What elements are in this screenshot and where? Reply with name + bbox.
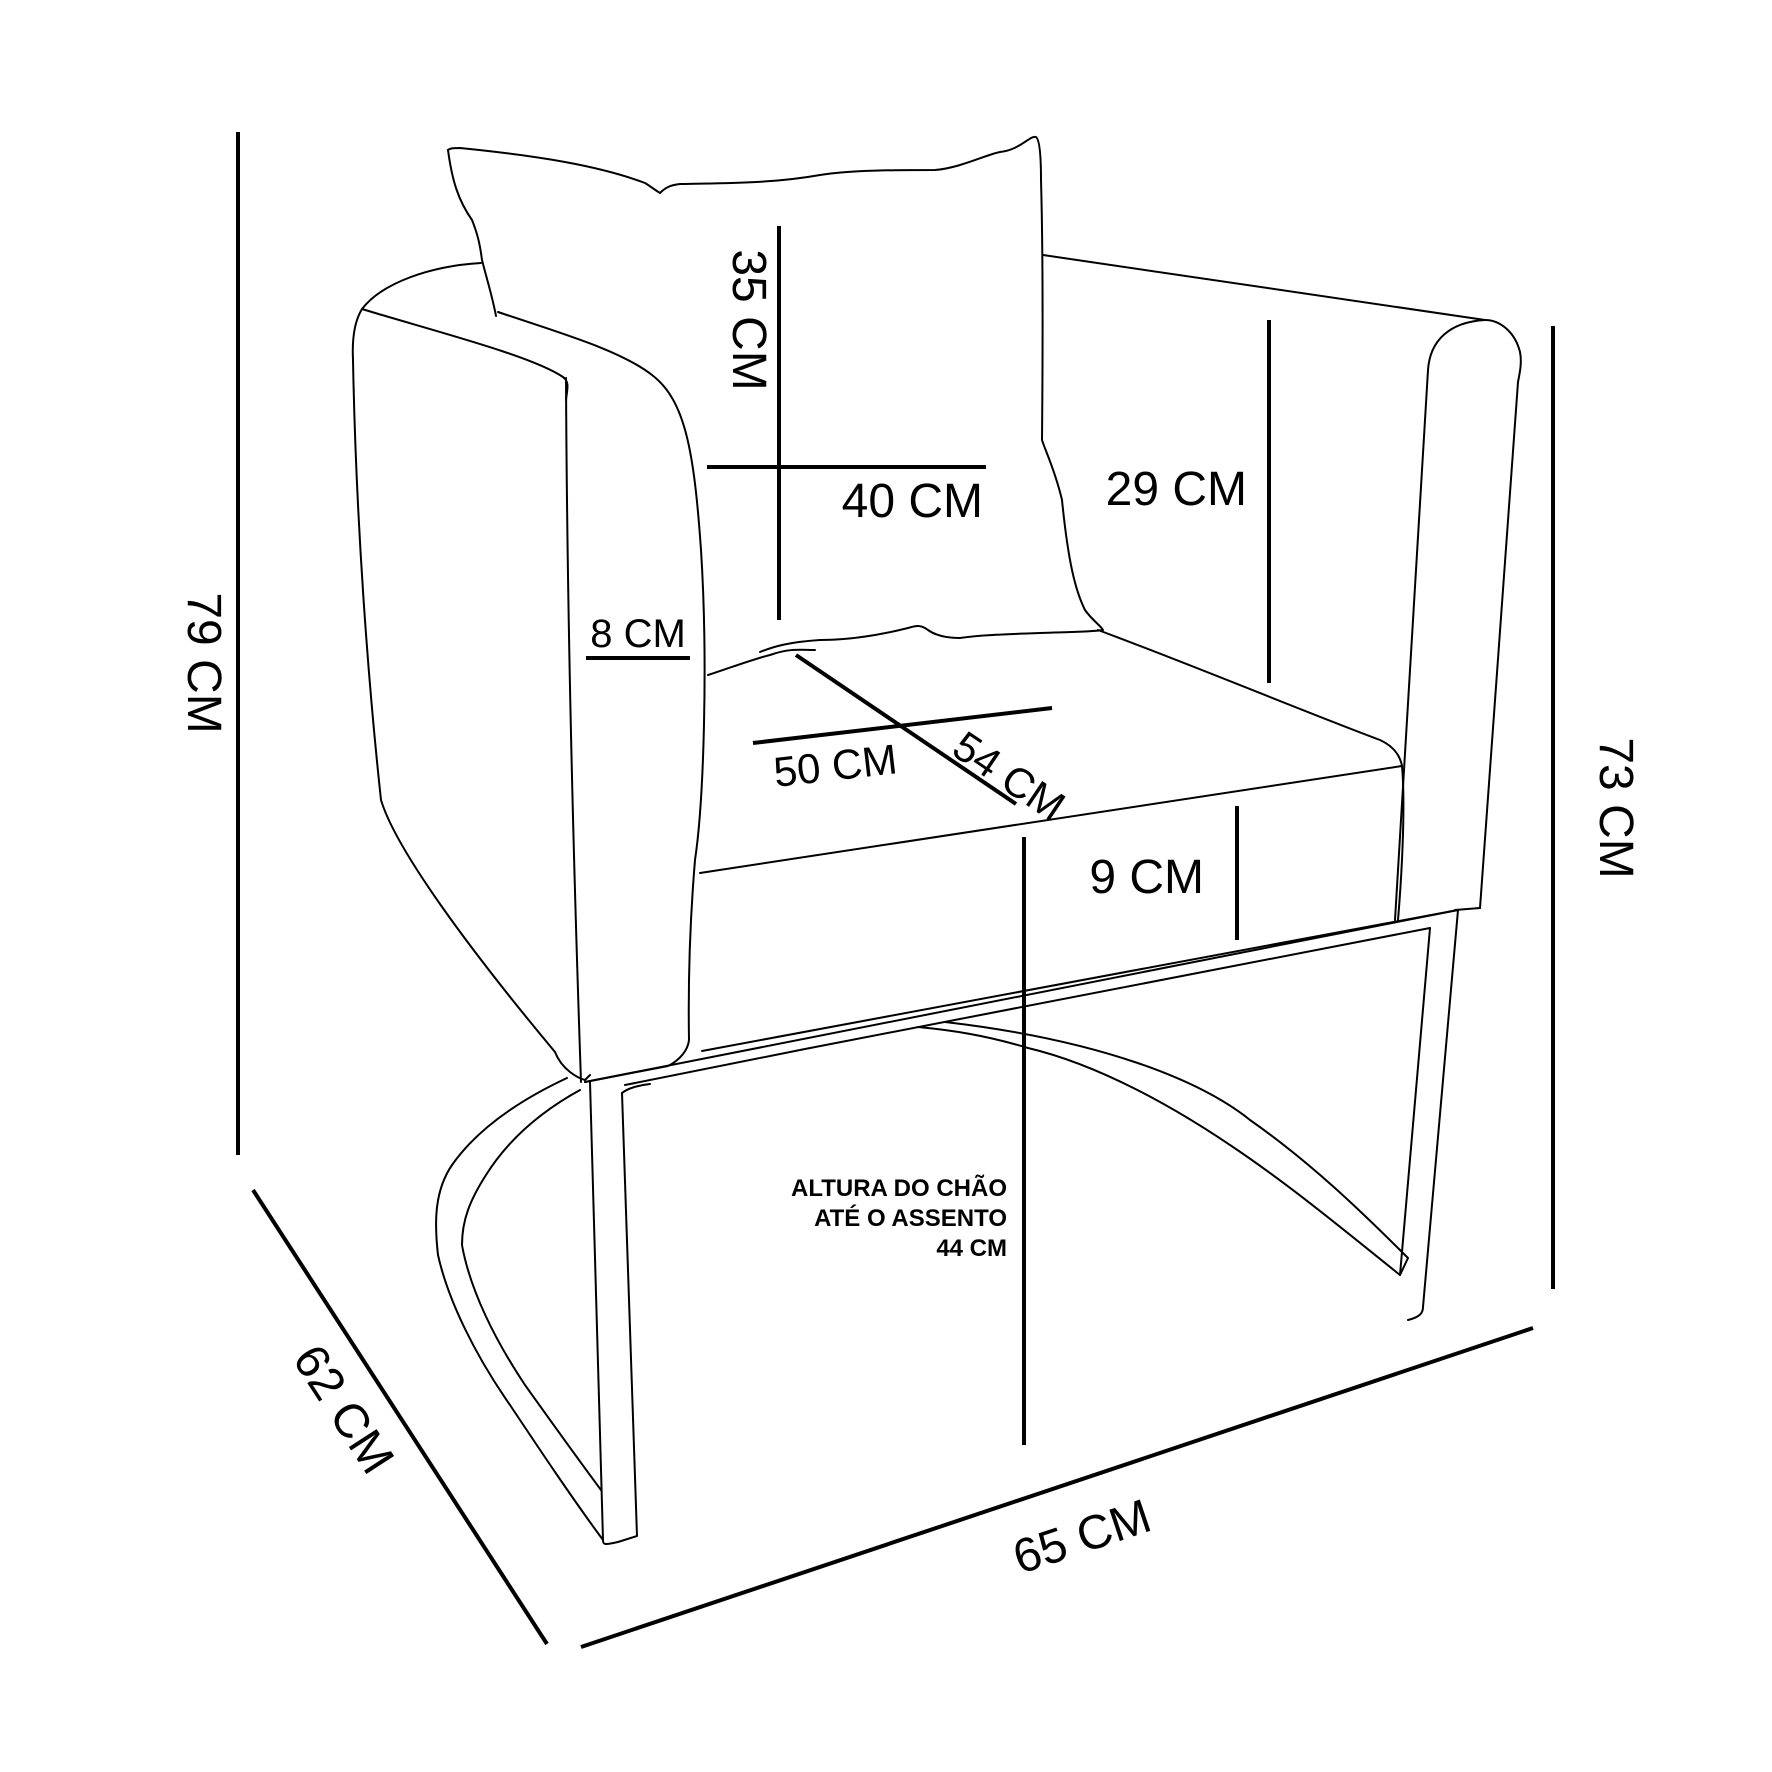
seat-height-note: ALTURA DO CHÃO ATÉ O ASSENTO 44 CM bbox=[791, 1174, 1007, 1262]
base-left-curve bbox=[435, 1077, 604, 1541]
width-line bbox=[580, 1326, 1534, 1649]
base-left-front-leg-top bbox=[621, 1083, 651, 1094]
base-right-leg-inner bbox=[1399, 927, 1431, 1276]
left-arm-front-face bbox=[565, 377, 582, 1083]
seat-front-top-edge bbox=[699, 765, 1403, 874]
seat-thickness-label: 9 CM bbox=[1089, 851, 1204, 904]
base-right-leg bbox=[1407, 909, 1459, 1321]
seat-width-label: 50 CM bbox=[771, 735, 899, 796]
base-left-front-leg bbox=[589, 1081, 638, 1546]
seat-height-note-line3: 44 CM bbox=[936, 1235, 1007, 1262]
seat-depth-label: 54 CM bbox=[945, 722, 1074, 830]
left-arm-top-edge bbox=[361, 308, 569, 401]
total-height-label: 79 CM bbox=[177, 592, 230, 733]
seat-top bbox=[707, 648, 816, 676]
seat-front-right bbox=[1397, 765, 1405, 921]
depth-line bbox=[251, 1188, 549, 1646]
seat-base-front bbox=[701, 909, 1459, 1052]
back-pillow bbox=[447, 135, 1104, 653]
base-right-curve bbox=[917, 1021, 1409, 1276]
right-arm-base bbox=[1454, 907, 1481, 911]
seat-depth-line bbox=[794, 653, 1018, 806]
left-arm-inner bbox=[497, 311, 706, 1083]
width-label: 65 CM bbox=[1007, 1490, 1158, 1585]
arm-width-label: 8 CM bbox=[590, 612, 686, 656]
base-front-rail-inner bbox=[624, 927, 1431, 1086]
depth-label: 62 CM bbox=[282, 1336, 403, 1483]
armchair-drawing bbox=[351, 135, 1522, 1546]
left-arm-outer bbox=[351, 262, 591, 1081]
seat-height-note-line2: ATÉ O ASSENTO bbox=[814, 1204, 1007, 1232]
seat-height-note-line1: ALTURA DO CHÃO bbox=[791, 1174, 1007, 1202]
pillow-left-edge bbox=[447, 149, 497, 317]
dimension-lines bbox=[236, 132, 1555, 1649]
backrest-height-label: 29 CM bbox=[1106, 463, 1247, 516]
arm-height-label: 73 CM bbox=[1589, 737, 1642, 878]
right-arm-roll bbox=[1479, 319, 1522, 909]
back-top-right bbox=[1042, 254, 1486, 321]
base-left-curve-inner bbox=[461, 1089, 602, 1491]
seat-right-side bbox=[1097, 629, 1403, 767]
cushion-width-label: 40 CM bbox=[842, 475, 983, 528]
cushion-height-label: 35 CM bbox=[722, 249, 775, 390]
base-front-rail bbox=[584, 909, 1459, 1083]
right-arm-inner-edge bbox=[1394, 319, 1486, 921]
